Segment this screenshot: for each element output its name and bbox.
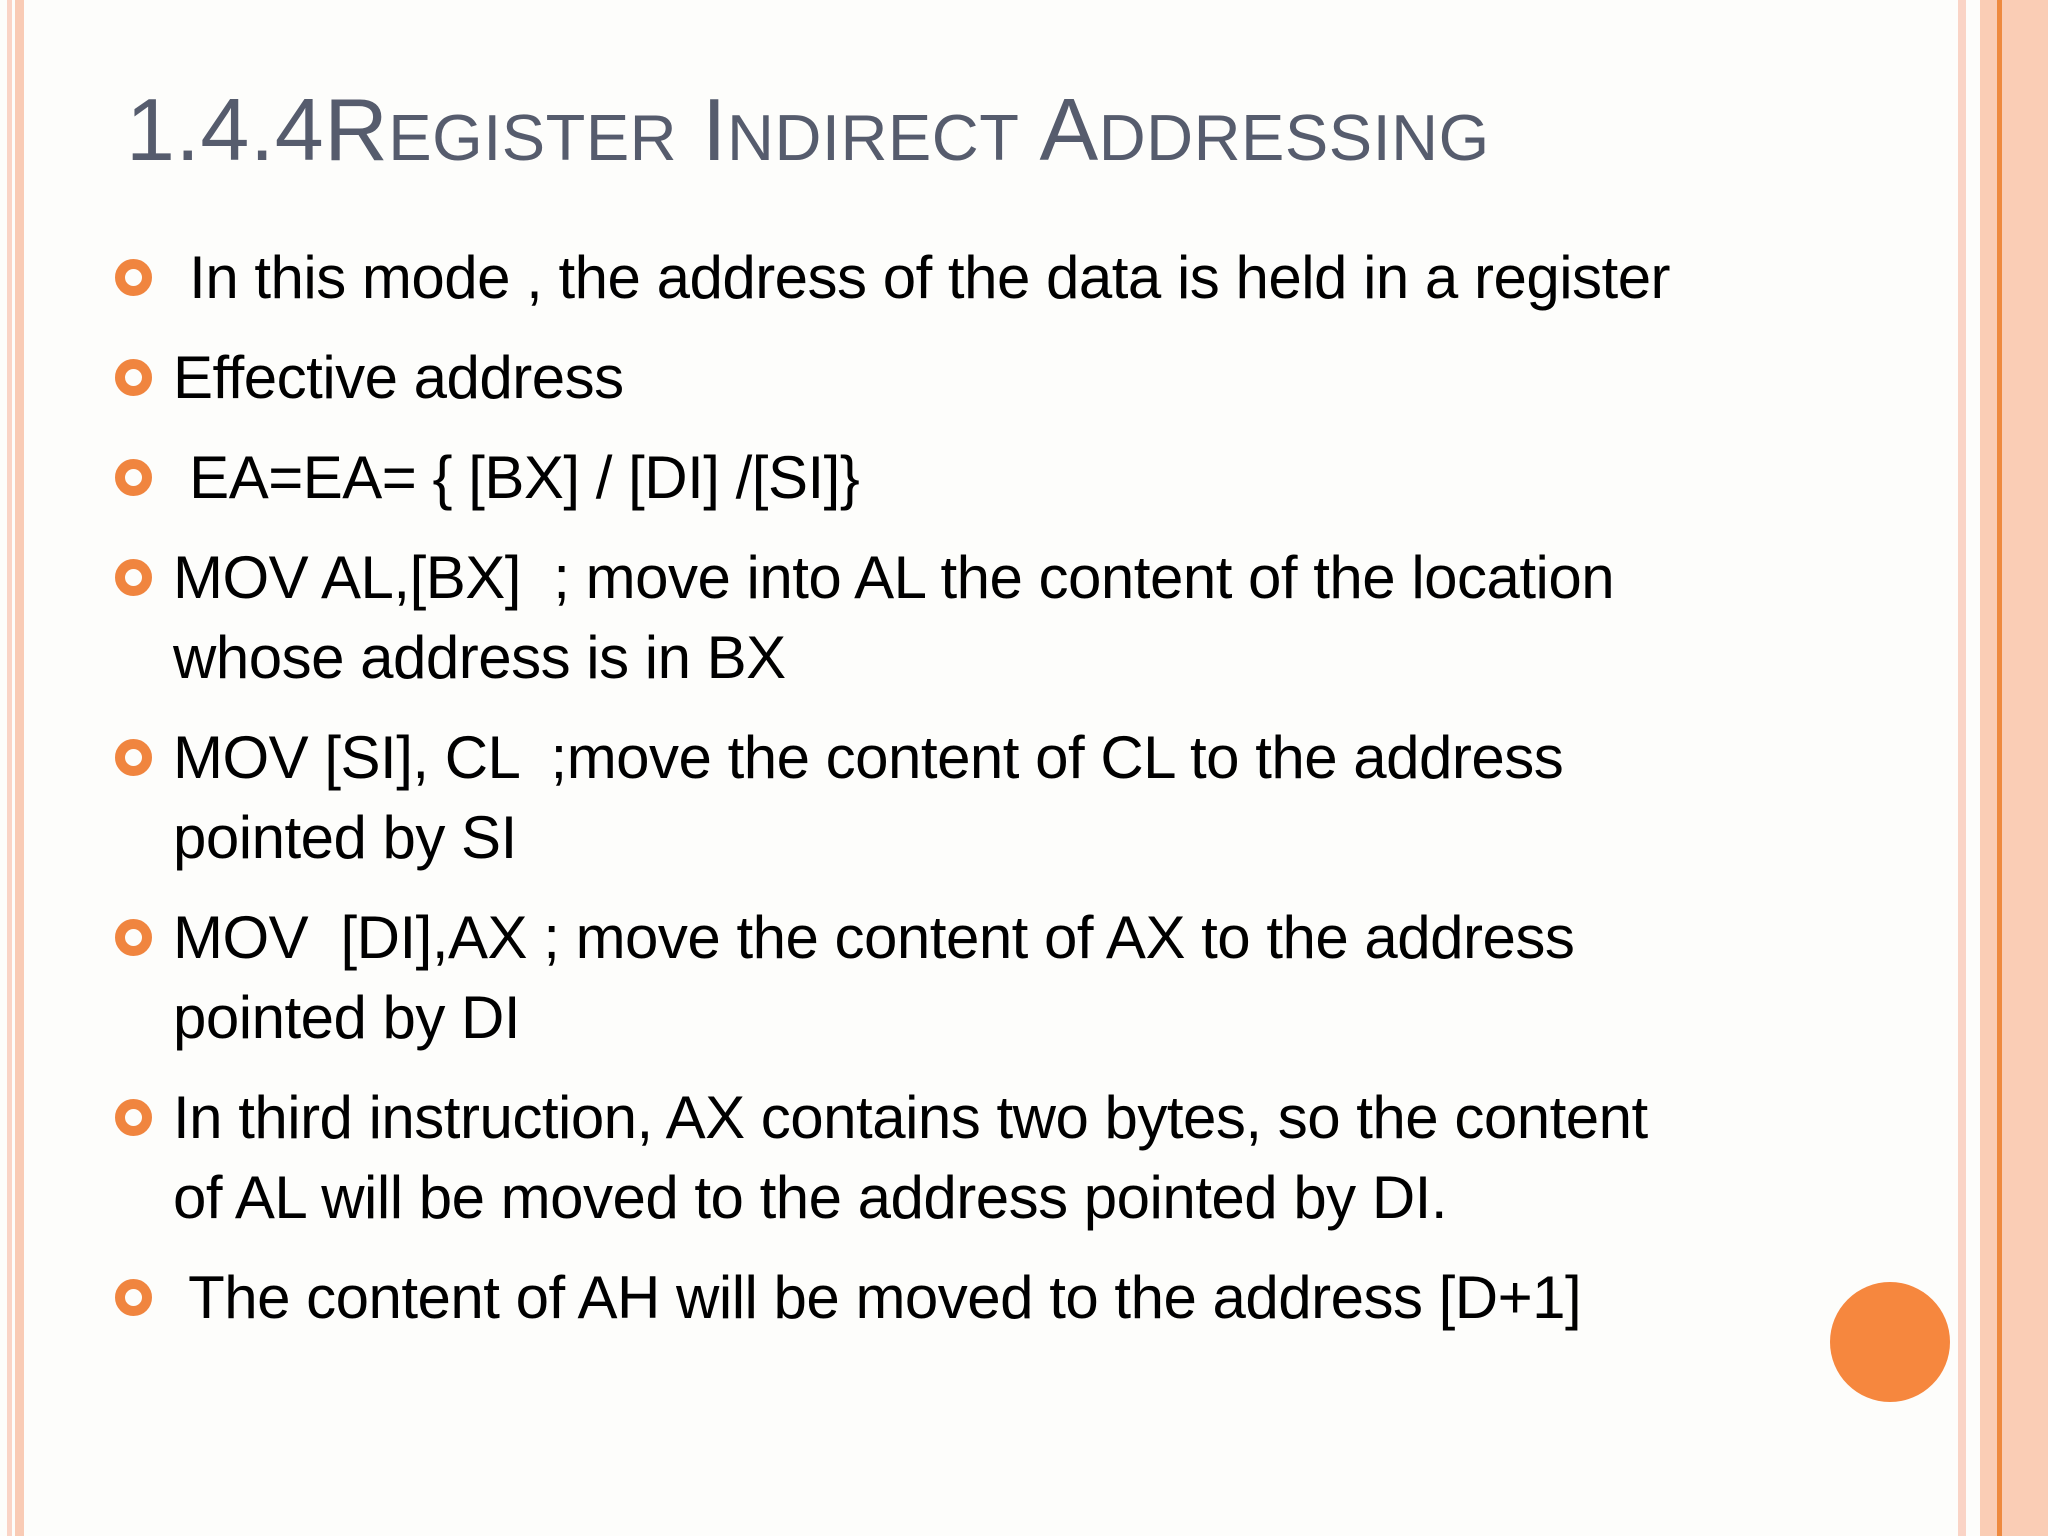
bullet-circle-icon xyxy=(115,1099,152,1136)
title-segment: DDRESSING xyxy=(1098,101,1490,174)
title-segment: I xyxy=(677,80,728,179)
list-item: In this mode , the address of the data i… xyxy=(115,238,1945,318)
bullet-text: EA=EA= { [BX] / [DI] /[SI]} xyxy=(173,444,860,511)
title-segment: EGISTER xyxy=(388,101,678,174)
list-item: EA=EA= { [BX] / [DI] /[SI]} xyxy=(115,438,1945,518)
list-item: MOV AL,[BX] ; move into AL the content o… xyxy=(115,538,1945,698)
bullet-circle-icon xyxy=(115,739,152,776)
list-item: MOV [DI],AX ; move the content of AX to … xyxy=(115,898,1945,1058)
list-item: MOV [SI], CL ;move the content of CL to … xyxy=(115,718,1945,878)
bullet-list: In this mode , the address of the data i… xyxy=(115,238,1945,1358)
right-border-band xyxy=(1980,0,2048,1536)
bullet-circle-icon xyxy=(115,1279,152,1316)
accent-circle xyxy=(1830,1282,1950,1402)
bullet-circle-icon xyxy=(115,919,152,956)
title-segment: 1.4.4R xyxy=(126,80,389,179)
list-item: Effective address xyxy=(115,338,1945,418)
title-segment: A xyxy=(1019,80,1099,179)
bullet-circle-icon xyxy=(115,459,152,496)
bullet-text: MOV AL,[BX] ; move into AL the content o… xyxy=(173,544,1615,691)
right-border-thin-stripe xyxy=(1958,0,1966,1536)
bullet-text: MOV [SI], CL ;move the content of CL to … xyxy=(173,724,1564,871)
list-item: The content of AH will be moved to the a… xyxy=(115,1258,1945,1338)
bullet-text: In this mode , the address of the data i… xyxy=(173,244,1671,311)
list-item: In third instruction, AX contains two by… xyxy=(115,1078,1945,1238)
left-border-thin-stripe xyxy=(7,0,12,1536)
bullet-text: The content of AH will be moved to the a… xyxy=(173,1264,1582,1331)
bullet-circle-icon xyxy=(115,259,152,296)
bullet-circle-icon xyxy=(115,559,152,596)
bullet-text: In third instruction, AX contains two by… xyxy=(173,1084,1648,1231)
bullet-circle-icon xyxy=(115,359,152,396)
right-border-orange-line xyxy=(1997,0,2002,1536)
slide-title: 1.4.4REGISTER INDIRECT ADDRESSING xyxy=(126,86,1490,174)
bullet-text: MOV [DI],AX ; move the content of AX to … xyxy=(173,904,1575,1051)
left-border-wide-stripe xyxy=(15,0,24,1536)
bullet-text: Effective address xyxy=(173,344,624,411)
title-segment: NDIRECT xyxy=(727,101,1020,174)
